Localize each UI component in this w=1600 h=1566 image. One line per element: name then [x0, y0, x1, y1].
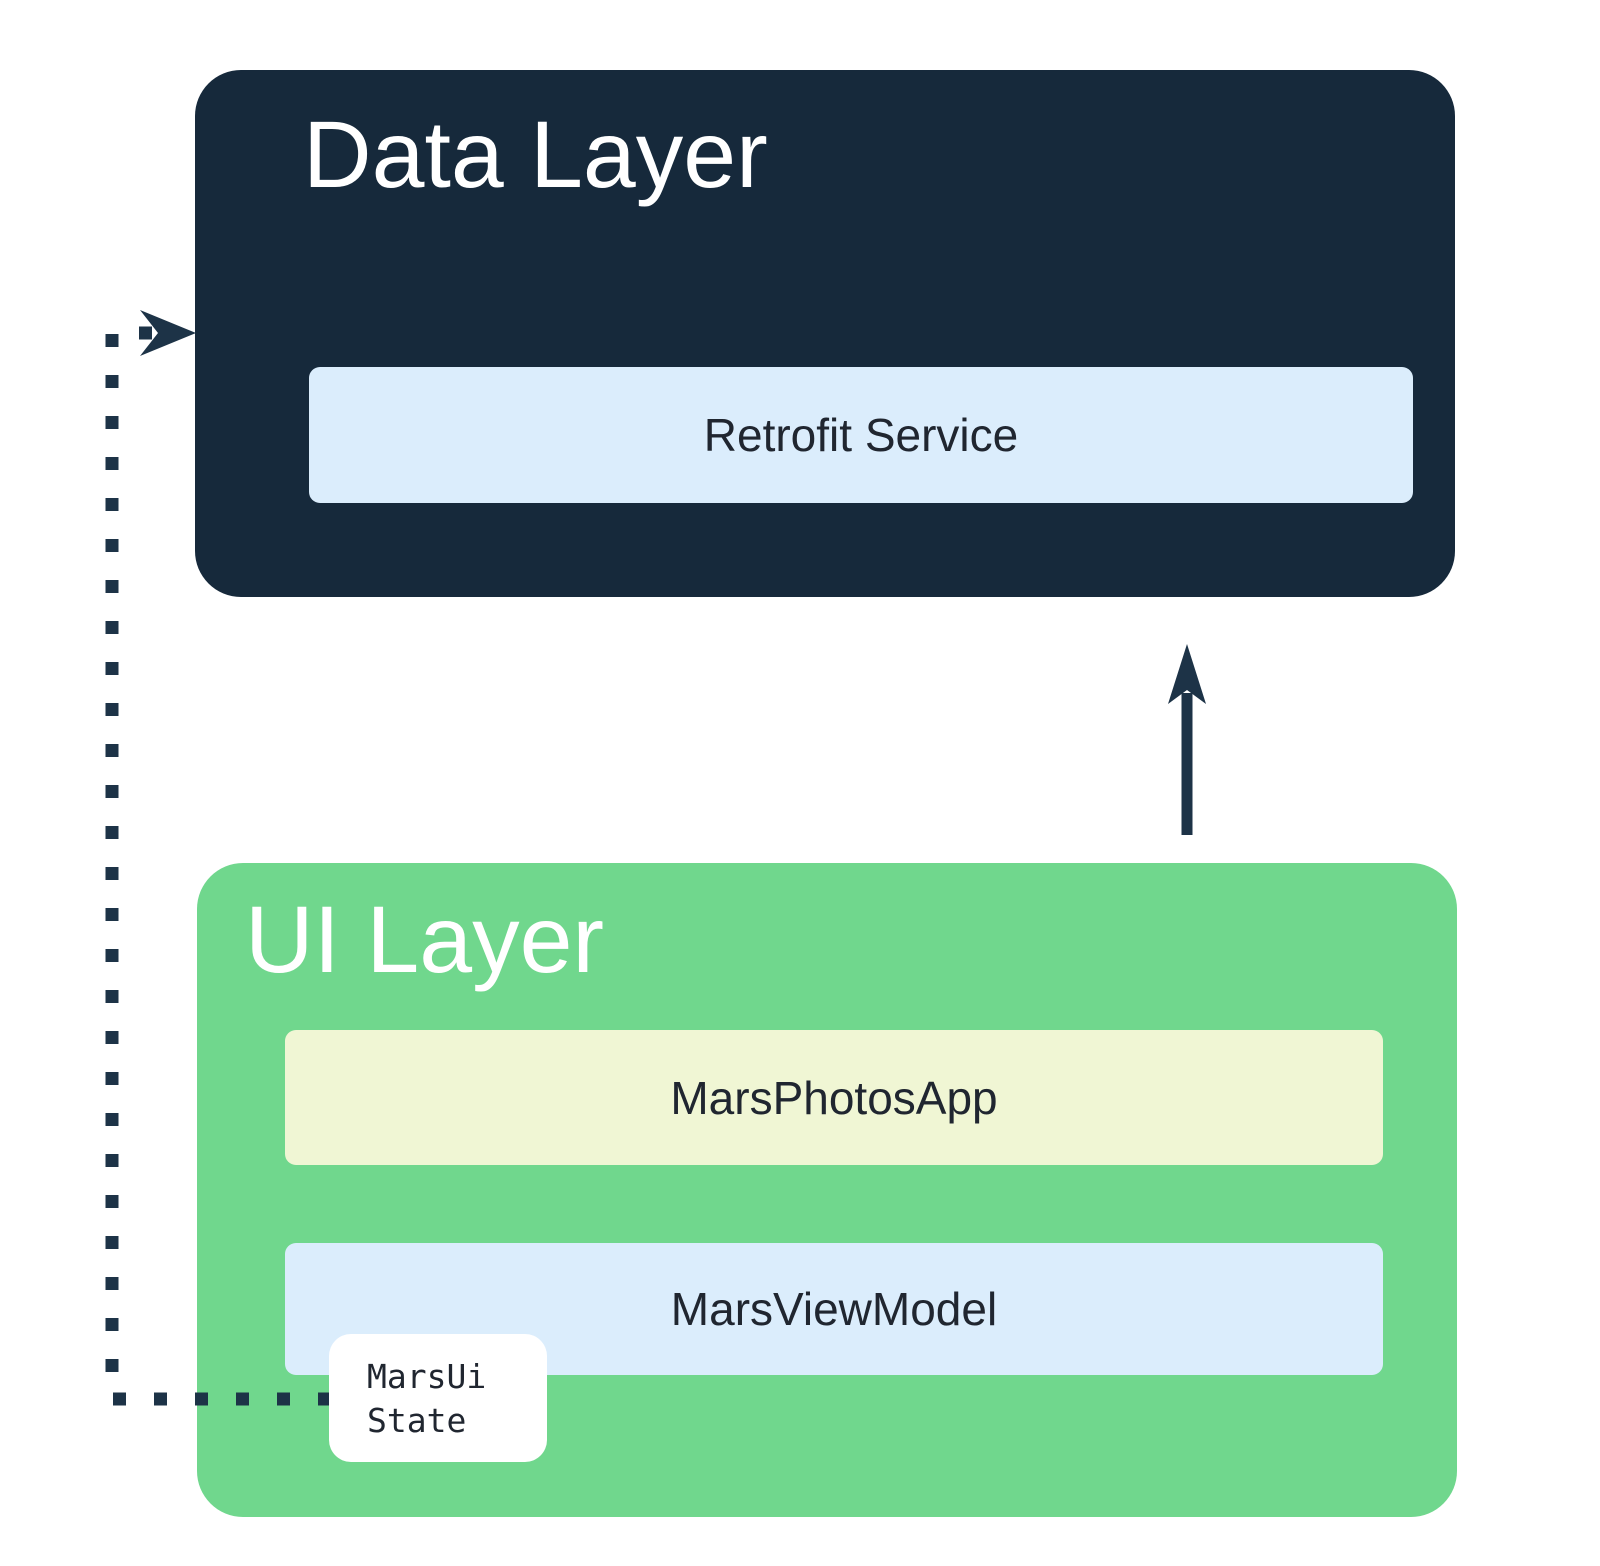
solid-up-arrowhead-icon	[1168, 644, 1206, 704]
solid-up-arrow	[1168, 644, 1206, 835]
mars-photos-app-label: MarsPhotosApp	[670, 1071, 998, 1124]
mars-ui-state-badge: MarsUi State	[329, 1334, 547, 1462]
retrofit-service-box: Retrofit Service	[309, 367, 1413, 503]
data-layer-title: Data Layer	[303, 102, 768, 208]
mars-ui-state-line2: State	[367, 1401, 467, 1440]
mars-photos-app-box: MarsPhotosApp	[285, 1030, 1383, 1165]
retrofit-service-label: Retrofit Service	[703, 409, 1019, 461]
mars-ui-state-line1: MarsUi	[367, 1357, 487, 1396]
data-layer-box: Data Layer Retrofit Service	[195, 70, 1455, 597]
dotted-arrowhead-icon	[140, 310, 196, 356]
ui-layer-title: UI Layer	[245, 887, 605, 993]
ui-layer-box: UI Layer MarsPhotosApp MarsViewModel Mar…	[197, 863, 1457, 1517]
mars-view-model-label: MarsViewModel	[670, 1283, 998, 1335]
